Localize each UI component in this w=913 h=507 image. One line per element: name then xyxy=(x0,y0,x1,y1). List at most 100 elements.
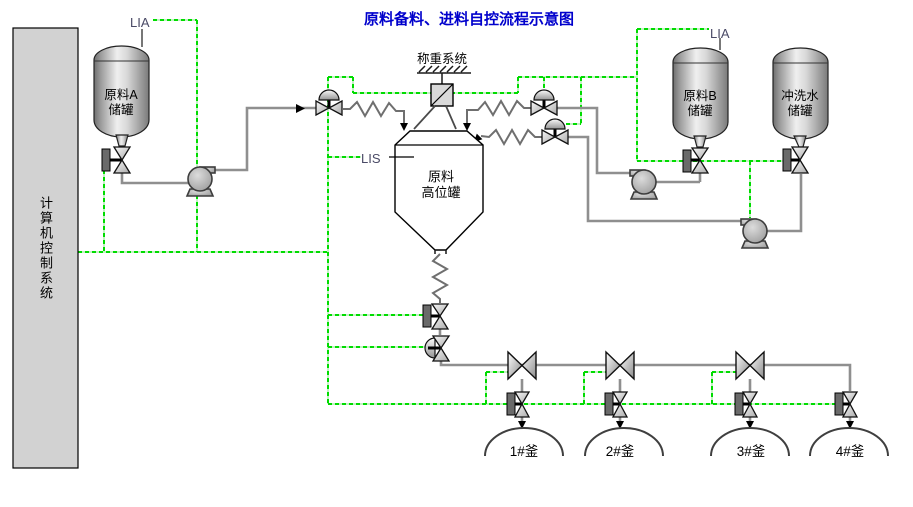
tank-b-label-line1: 原料B xyxy=(683,89,716,103)
lia-right-label: LIA xyxy=(710,26,730,41)
flush-tank-label-line2: 储罐 xyxy=(787,103,813,118)
drop-valve-reactor-2-top xyxy=(611,391,629,406)
pump-a-casing xyxy=(187,166,213,192)
reactor-4-inlet-arrow xyxy=(846,421,854,429)
flush-tank-label-line1: 冲洗水 xyxy=(781,88,819,103)
feed-valve-reactor-1 xyxy=(507,350,537,381)
valve-tank-a-outlet xyxy=(101,146,132,174)
valve-tank-a-body-bottom xyxy=(112,158,132,174)
feed-valve-reactor-1-left xyxy=(507,350,524,381)
reactor-2-label: 2#釜 xyxy=(606,444,635,459)
control-valve-feed-a-dome xyxy=(318,89,340,101)
control-valve-feed-a-body-right xyxy=(327,99,343,117)
valve-flush-tank-body-top xyxy=(790,146,810,162)
feed-valve-reactor-3-right xyxy=(748,350,765,381)
tank-b-label-line2: 储罐 xyxy=(687,103,713,118)
control-valve-feed-a-body-left xyxy=(315,99,331,117)
drop-valve-reactor-1 xyxy=(506,391,531,418)
flush-tank-body xyxy=(772,47,829,140)
hopper-inlet-arrow-right xyxy=(463,123,471,131)
instrument-tap-lines xyxy=(141,29,721,50)
reactor-4-dome xyxy=(809,427,889,457)
valve-tank-b-body-top xyxy=(690,147,710,162)
tank-a: 原料A 储罐 xyxy=(93,45,150,147)
control-valve-feed-b-body-right xyxy=(542,99,558,117)
lis-label: LIS xyxy=(361,151,381,166)
reactor-3-label: 3#釜 xyxy=(737,444,766,459)
hopper: 原料 高位罐 xyxy=(389,130,484,254)
valve-flush-tank-body-bottom xyxy=(790,158,810,174)
pump-b-casing xyxy=(631,169,657,195)
valve-tank-b-outlet xyxy=(682,147,710,174)
flow-arrow-right xyxy=(296,104,305,113)
lia-left-label: LIA xyxy=(130,15,150,30)
drop-valve-reactor-2-bottom xyxy=(611,402,629,418)
feed-valve-reactor-2 xyxy=(605,350,635,381)
tank-a-nozzle xyxy=(115,134,129,147)
reactor-1-dome xyxy=(484,427,564,457)
control-valve-flush-body-right xyxy=(553,128,569,146)
tank-a-label-line1: 原料A xyxy=(104,88,138,102)
drop-valve-reactor-3-actuator xyxy=(734,392,744,416)
feed-valve-reactor-3 xyxy=(735,350,765,381)
hopper-outline xyxy=(394,130,484,251)
flush-water-tank: 冲洗水 储罐 xyxy=(772,47,829,148)
hopper-inlet-arrow-left xyxy=(400,123,408,131)
drop-valve-reactor-3-top xyxy=(741,391,759,406)
reactor-2-dome xyxy=(584,427,664,457)
reactor-3-dome xyxy=(710,427,790,457)
tank-a-label-line2: 储罐 xyxy=(108,102,134,117)
weighing-system-label: 称重系统 xyxy=(417,51,467,66)
reactor-3: 3#釜 xyxy=(710,427,790,459)
hopper-label-line2: 高位罐 xyxy=(421,185,460,200)
valve-hopper-outlet-2 xyxy=(424,335,451,362)
valve-hopper-outlet-1-body-top xyxy=(430,303,450,318)
signal-line-network xyxy=(78,19,835,405)
drop-valve-reactor-4-actuator xyxy=(834,392,844,416)
valve-flush-tank-actuator xyxy=(782,148,792,172)
hopper-neck xyxy=(434,250,447,254)
hopper-label-line1: 原料 xyxy=(428,169,454,184)
feed-valve-reactor-1-right xyxy=(520,350,537,381)
feed-valve-reactor-3-left xyxy=(735,350,752,381)
reactor-1: 1#釜 xyxy=(484,427,564,459)
feed-valve-reactor-2-right xyxy=(618,350,635,381)
weighing-hanger-legs xyxy=(413,105,457,130)
reactor-4: 4#釜 xyxy=(809,427,889,459)
valve-tank-a-body-top xyxy=(112,146,132,162)
reactor-1-inlet-arrow xyxy=(518,421,526,429)
drop-valve-reactor-2 xyxy=(604,391,629,418)
pump-a xyxy=(185,166,216,197)
tank-b-body xyxy=(672,47,729,140)
valve-hopper-outlet-1 xyxy=(422,303,450,330)
tank-b-nozzle xyxy=(693,135,707,148)
load-cell-diagonal xyxy=(430,83,454,107)
valve-hopper-outlet-2-body-bottom xyxy=(431,346,451,362)
signal-lines-dashed xyxy=(78,19,835,405)
flexible-hose-connections xyxy=(343,98,542,303)
control-valve-flush-body-left xyxy=(541,128,557,146)
valve-hopper-outlet-2-body-top xyxy=(431,335,451,350)
reactor-4-label: 4#釜 xyxy=(836,444,865,459)
control-valve-flush-dome xyxy=(544,118,566,130)
feed-valve-reactor-2-left xyxy=(605,350,622,381)
control-valve-flush xyxy=(541,118,569,146)
drop-valve-reactor-2-actuator xyxy=(604,392,614,416)
control-valve-feed-b-body-left xyxy=(530,99,546,117)
pump-flush xyxy=(740,218,770,249)
control-valve-feed-b xyxy=(530,89,558,117)
reactor-3-inlet-arrow xyxy=(746,421,754,429)
drop-valve-reactor-1-bottom xyxy=(513,402,531,418)
diagram-title: 原料备料、进料自控流程示意图 xyxy=(364,10,574,28)
valve-tank-b-body-bottom xyxy=(690,158,710,174)
valve-tank-a-actuator xyxy=(101,148,111,172)
reactor-2: 2#釜 xyxy=(584,427,664,459)
control-valve-feed-b-dome xyxy=(533,89,555,101)
weighing-support-hatch xyxy=(417,65,471,84)
drop-valve-reactor-1-top xyxy=(513,391,531,406)
drop-valve-reactor-4-bottom xyxy=(841,402,859,418)
valve-flush-tank-outlet xyxy=(782,146,810,174)
drop-valve-reactor-3-bottom xyxy=(741,402,759,418)
